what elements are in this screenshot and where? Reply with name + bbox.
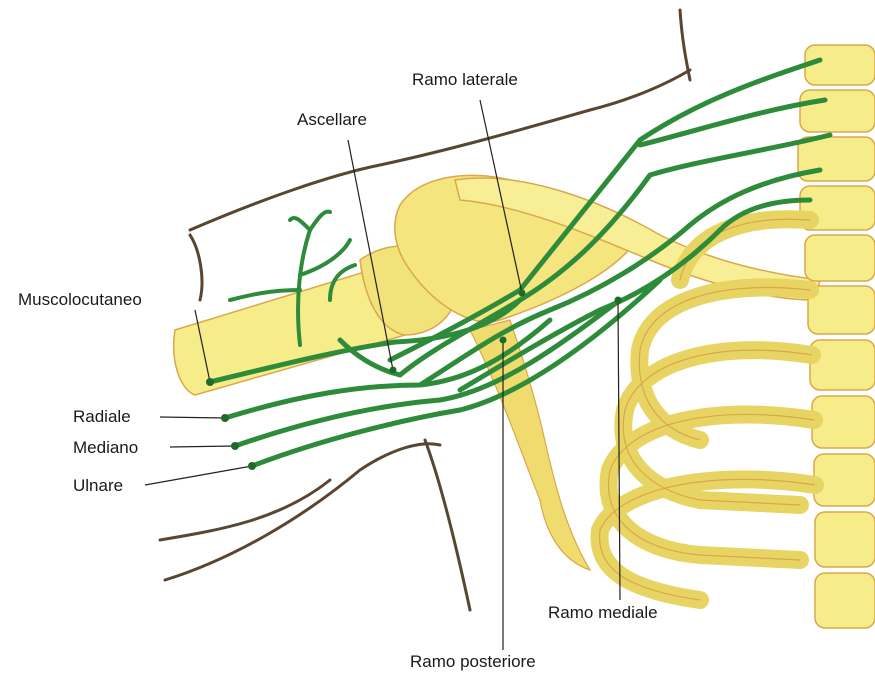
- endpoint-ascellare: [390, 367, 397, 374]
- label-ulnare: Ulnare: [73, 476, 123, 496]
- label-ascellare: Ascellare: [297, 110, 367, 130]
- endpoint-ramo-laterale: [519, 290, 526, 297]
- endpoint-ramo-mediale: [615, 297, 622, 304]
- endpoint-muscolocutaneo: [206, 378, 214, 386]
- endpoint-ulnare: [248, 462, 256, 470]
- endpoint-ramo-posteriore: [500, 337, 507, 344]
- label-ramo-mediale: Ramo mediale: [548, 603, 658, 623]
- label-ramo-posteriore: Ramo posteriore: [410, 652, 536, 672]
- vertebral-column: [798, 45, 875, 628]
- label-mediano: Mediano: [73, 438, 138, 458]
- endpoint-mediano: [231, 442, 239, 450]
- label-muscolocutaneo: Muscolocutaneo: [18, 290, 142, 310]
- endpoint-radiale: [221, 414, 229, 422]
- label-radiale: Radiale: [73, 407, 131, 427]
- label-ramo-laterale: Ramo laterale: [412, 70, 518, 90]
